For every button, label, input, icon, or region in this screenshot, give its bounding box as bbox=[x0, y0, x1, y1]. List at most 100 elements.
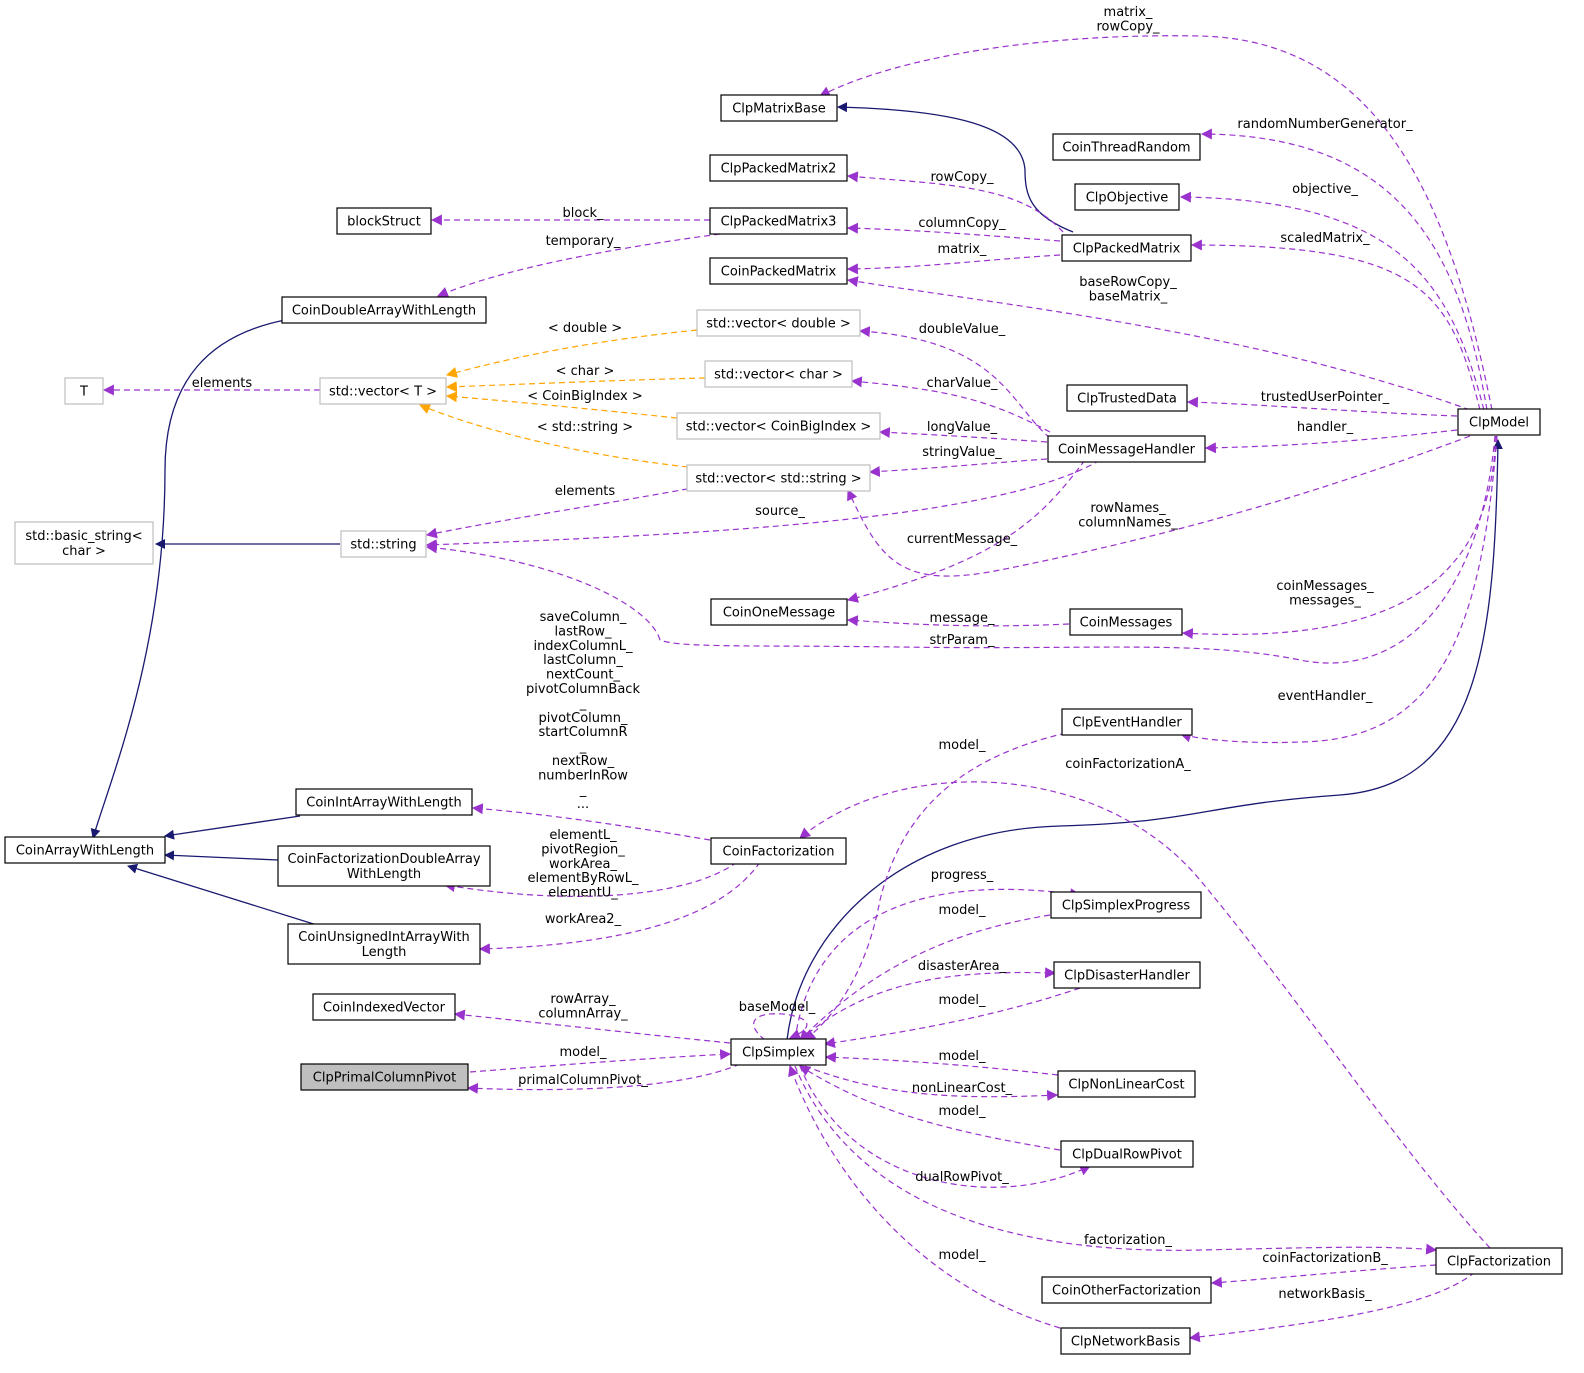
node-label: ClpPackedMatrix bbox=[1073, 242, 1181, 257]
edge-label-block: block_ bbox=[563, 206, 604, 221]
edge-clpsimplex-inherits-clpmodel bbox=[786, 439, 1503, 1041]
node-label: CoinFactorization bbox=[723, 845, 835, 860]
edge-source bbox=[425, 459, 1101, 551]
node-label: blockStruct bbox=[347, 215, 421, 230]
node-coin-factorization[interactable]: CoinFactorization bbox=[710, 837, 847, 865]
node-box bbox=[1061, 708, 1193, 736]
edge-fact-double bbox=[443, 861, 738, 897]
node-t[interactable]: T bbox=[64, 377, 104, 405]
edge-rowcopy bbox=[846, 171, 1064, 233]
edge-coinfactdouble-inherits-coinarray bbox=[164, 850, 279, 861]
node-coin-array-with-length[interactable]: CoinArrayWithLength bbox=[4, 836, 166, 864]
edge-label-baserow: baseRowCopy_baseMatrix_ bbox=[1079, 275, 1177, 304]
node-clp-dual-row-pivot[interactable]: ClpDualRowPivot bbox=[1060, 1140, 1194, 1168]
node-clp-trusted-data[interactable]: ClpTrustedData bbox=[1066, 384, 1188, 412]
node-clp-packed-matrix[interactable]: ClpPackedMatrix bbox=[1061, 234, 1192, 262]
edge-basemodel bbox=[753, 1013, 808, 1041]
edge-label-doublevalue: doubleValue_ bbox=[919, 322, 1006, 337]
edge-label-rng: randomNumberGenerator_ bbox=[1237, 117, 1413, 132]
edge-coindoublearray-inherits-coinarray bbox=[90, 319, 286, 839]
node-label: CoinArrayWithLength bbox=[16, 844, 154, 859]
node-clp-packed-matrix3[interactable]: ClpPackedMatrix3 bbox=[709, 207, 848, 235]
node-basic-string[interactable]: std::basic_string<char > bbox=[14, 521, 154, 565]
node-clp-network-basis[interactable]: ClpNetworkBasis bbox=[1060, 1327, 1191, 1355]
edge-randomnumbergenerator bbox=[1200, 128, 1488, 411]
edge-label-dualrowpivot: dualRowPivot_ bbox=[915, 1170, 1009, 1185]
edge-strparam bbox=[425, 435, 1496, 664]
node-label: CoinPackedMatrix bbox=[721, 265, 837, 280]
node-coin-one-message[interactable]: CoinOneMessage bbox=[710, 598, 848, 626]
node-box bbox=[696, 309, 861, 337]
node-label: Length bbox=[362, 945, 407, 960]
edge-label-tchar: < char > bbox=[556, 364, 615, 379]
node-clp-non-linear-cost[interactable]: ClpNonLinearCost bbox=[1057, 1070, 1196, 1098]
edge-model-network bbox=[788, 1064, 1061, 1329]
node-vec-t[interactable]: std::vector< T > bbox=[319, 377, 447, 405]
node-std-string[interactable]: std::string bbox=[340, 530, 427, 558]
node-clp-disaster-handler[interactable]: ClpDisasterHandler bbox=[1053, 961, 1201, 989]
node-coin-int-array-with-length[interactable]: CoinIntArrayWithLength bbox=[295, 788, 473, 816]
node-box bbox=[710, 598, 848, 626]
node-coin-thread-random[interactable]: CoinThreadRandom bbox=[1052, 133, 1201, 161]
edge-baserowcopy bbox=[846, 276, 1471, 411]
node-block-struct[interactable]: blockStruct bbox=[336, 207, 432, 235]
node-clp-factorization[interactable]: ClpFactorization bbox=[1435, 1247, 1563, 1275]
node-label: ClpSimplexProgress bbox=[1062, 899, 1191, 914]
node-clp-primal-column-pivot[interactable]: ClpPrimalColumnPivot bbox=[300, 1063, 469, 1091]
node-clp-model[interactable]: ClpModel bbox=[1457, 408, 1541, 436]
node-label: ClpFactorization bbox=[1447, 1255, 1551, 1270]
node-label: std::basic_string< bbox=[25, 529, 142, 544]
node-box bbox=[4, 836, 166, 864]
edge-coinmessages bbox=[1181, 435, 1497, 640]
edge-label-progress: progress_ bbox=[931, 868, 994, 883]
node-coin-message-handler[interactable]: CoinMessageHandler bbox=[1047, 435, 1206, 463]
node-coin-indexed-vector[interactable]: CoinIndexedVector bbox=[312, 993, 456, 1021]
edge-label-currentmessage: currentMessage_ bbox=[907, 532, 1018, 547]
edge-label-scaledmatrix: scaledMatrix_ bbox=[1280, 231, 1370, 246]
edge-currentmessage bbox=[846, 459, 1086, 603]
node-vec-double[interactable]: std::vector< double > bbox=[696, 309, 861, 337]
node-label: std::vector< char > bbox=[714, 368, 843, 383]
node-coin-other-factorization[interactable]: CoinOtherFactorization bbox=[1041, 1276, 1212, 1304]
edge-vecstring-template bbox=[418, 403, 689, 468]
node-clp-simplex[interactable]: ClpSimplex bbox=[730, 1038, 827, 1066]
edge-trusteduserpointer bbox=[1186, 396, 1458, 417]
edge-doublevalue bbox=[858, 326, 1051, 439]
edge-label-model-network: model_ bbox=[939, 1248, 986, 1263]
edge-label-disaster: disasterArea_ bbox=[918, 959, 1007, 974]
node-coin-packed-matrix[interactable]: CoinPackedMatrix bbox=[709, 257, 848, 285]
node-clp-event-handler[interactable]: ClpEventHandler bbox=[1061, 708, 1193, 736]
edge-coinintarray-inherits-coinarray bbox=[164, 815, 301, 840]
node-label: ClpDisasterHandler bbox=[1064, 969, 1190, 984]
edge-label-source: source_ bbox=[755, 504, 805, 519]
node-vec-char[interactable]: std::vector< char > bbox=[704, 360, 853, 388]
node-box bbox=[64, 377, 104, 405]
edge-dualrowpivot bbox=[799, 1065, 1091, 1188]
edge-matrix bbox=[846, 254, 1061, 275]
node-vec-string[interactable]: std::vector< std::string > bbox=[686, 464, 871, 492]
node-coin-messages[interactable]: CoinMessages bbox=[1069, 608, 1183, 636]
node-label: ClpObjective bbox=[1086, 191, 1169, 206]
node-label: CoinUnsignedIntArrayWith bbox=[298, 930, 469, 945]
edges bbox=[90, 35, 1503, 1343]
node-clp-simplex-progress[interactable]: ClpSimplexProgress bbox=[1050, 891, 1202, 919]
node-label: ClpNetworkBasis bbox=[1071, 1335, 1180, 1350]
node-box bbox=[1057, 1070, 1196, 1098]
node-coin-double-array-with-length[interactable]: CoinDoubleArrayWithLength bbox=[281, 296, 487, 324]
node-label: ClpDualRowPivot bbox=[1072, 1148, 1182, 1163]
node-box bbox=[709, 154, 848, 182]
edge-label-rowcopy: rowCopy_ bbox=[930, 170, 994, 185]
edge-model-event bbox=[804, 732, 1067, 1041]
node-vec-big[interactable]: std::vector< CoinBigIndex > bbox=[676, 412, 881, 440]
node-clp-objective[interactable]: ClpObjective bbox=[1074, 183, 1180, 211]
node-clp-matrix-base[interactable]: ClpMatrixBase bbox=[720, 94, 838, 122]
edge-label-strparam: strParam_ bbox=[930, 633, 995, 648]
edge-label-handler: handler_ bbox=[1297, 420, 1354, 435]
node-box bbox=[1053, 961, 1201, 989]
nodes: ClpMatrixBaseCoinThreadRandomClpPackedMa… bbox=[4, 94, 1563, 1355]
node-clp-packed-matrix2[interactable]: ClpPackedMatrix2 bbox=[709, 154, 848, 182]
edge-matrix-rowcopy bbox=[819, 35, 1493, 411]
node-box bbox=[277, 845, 491, 887]
